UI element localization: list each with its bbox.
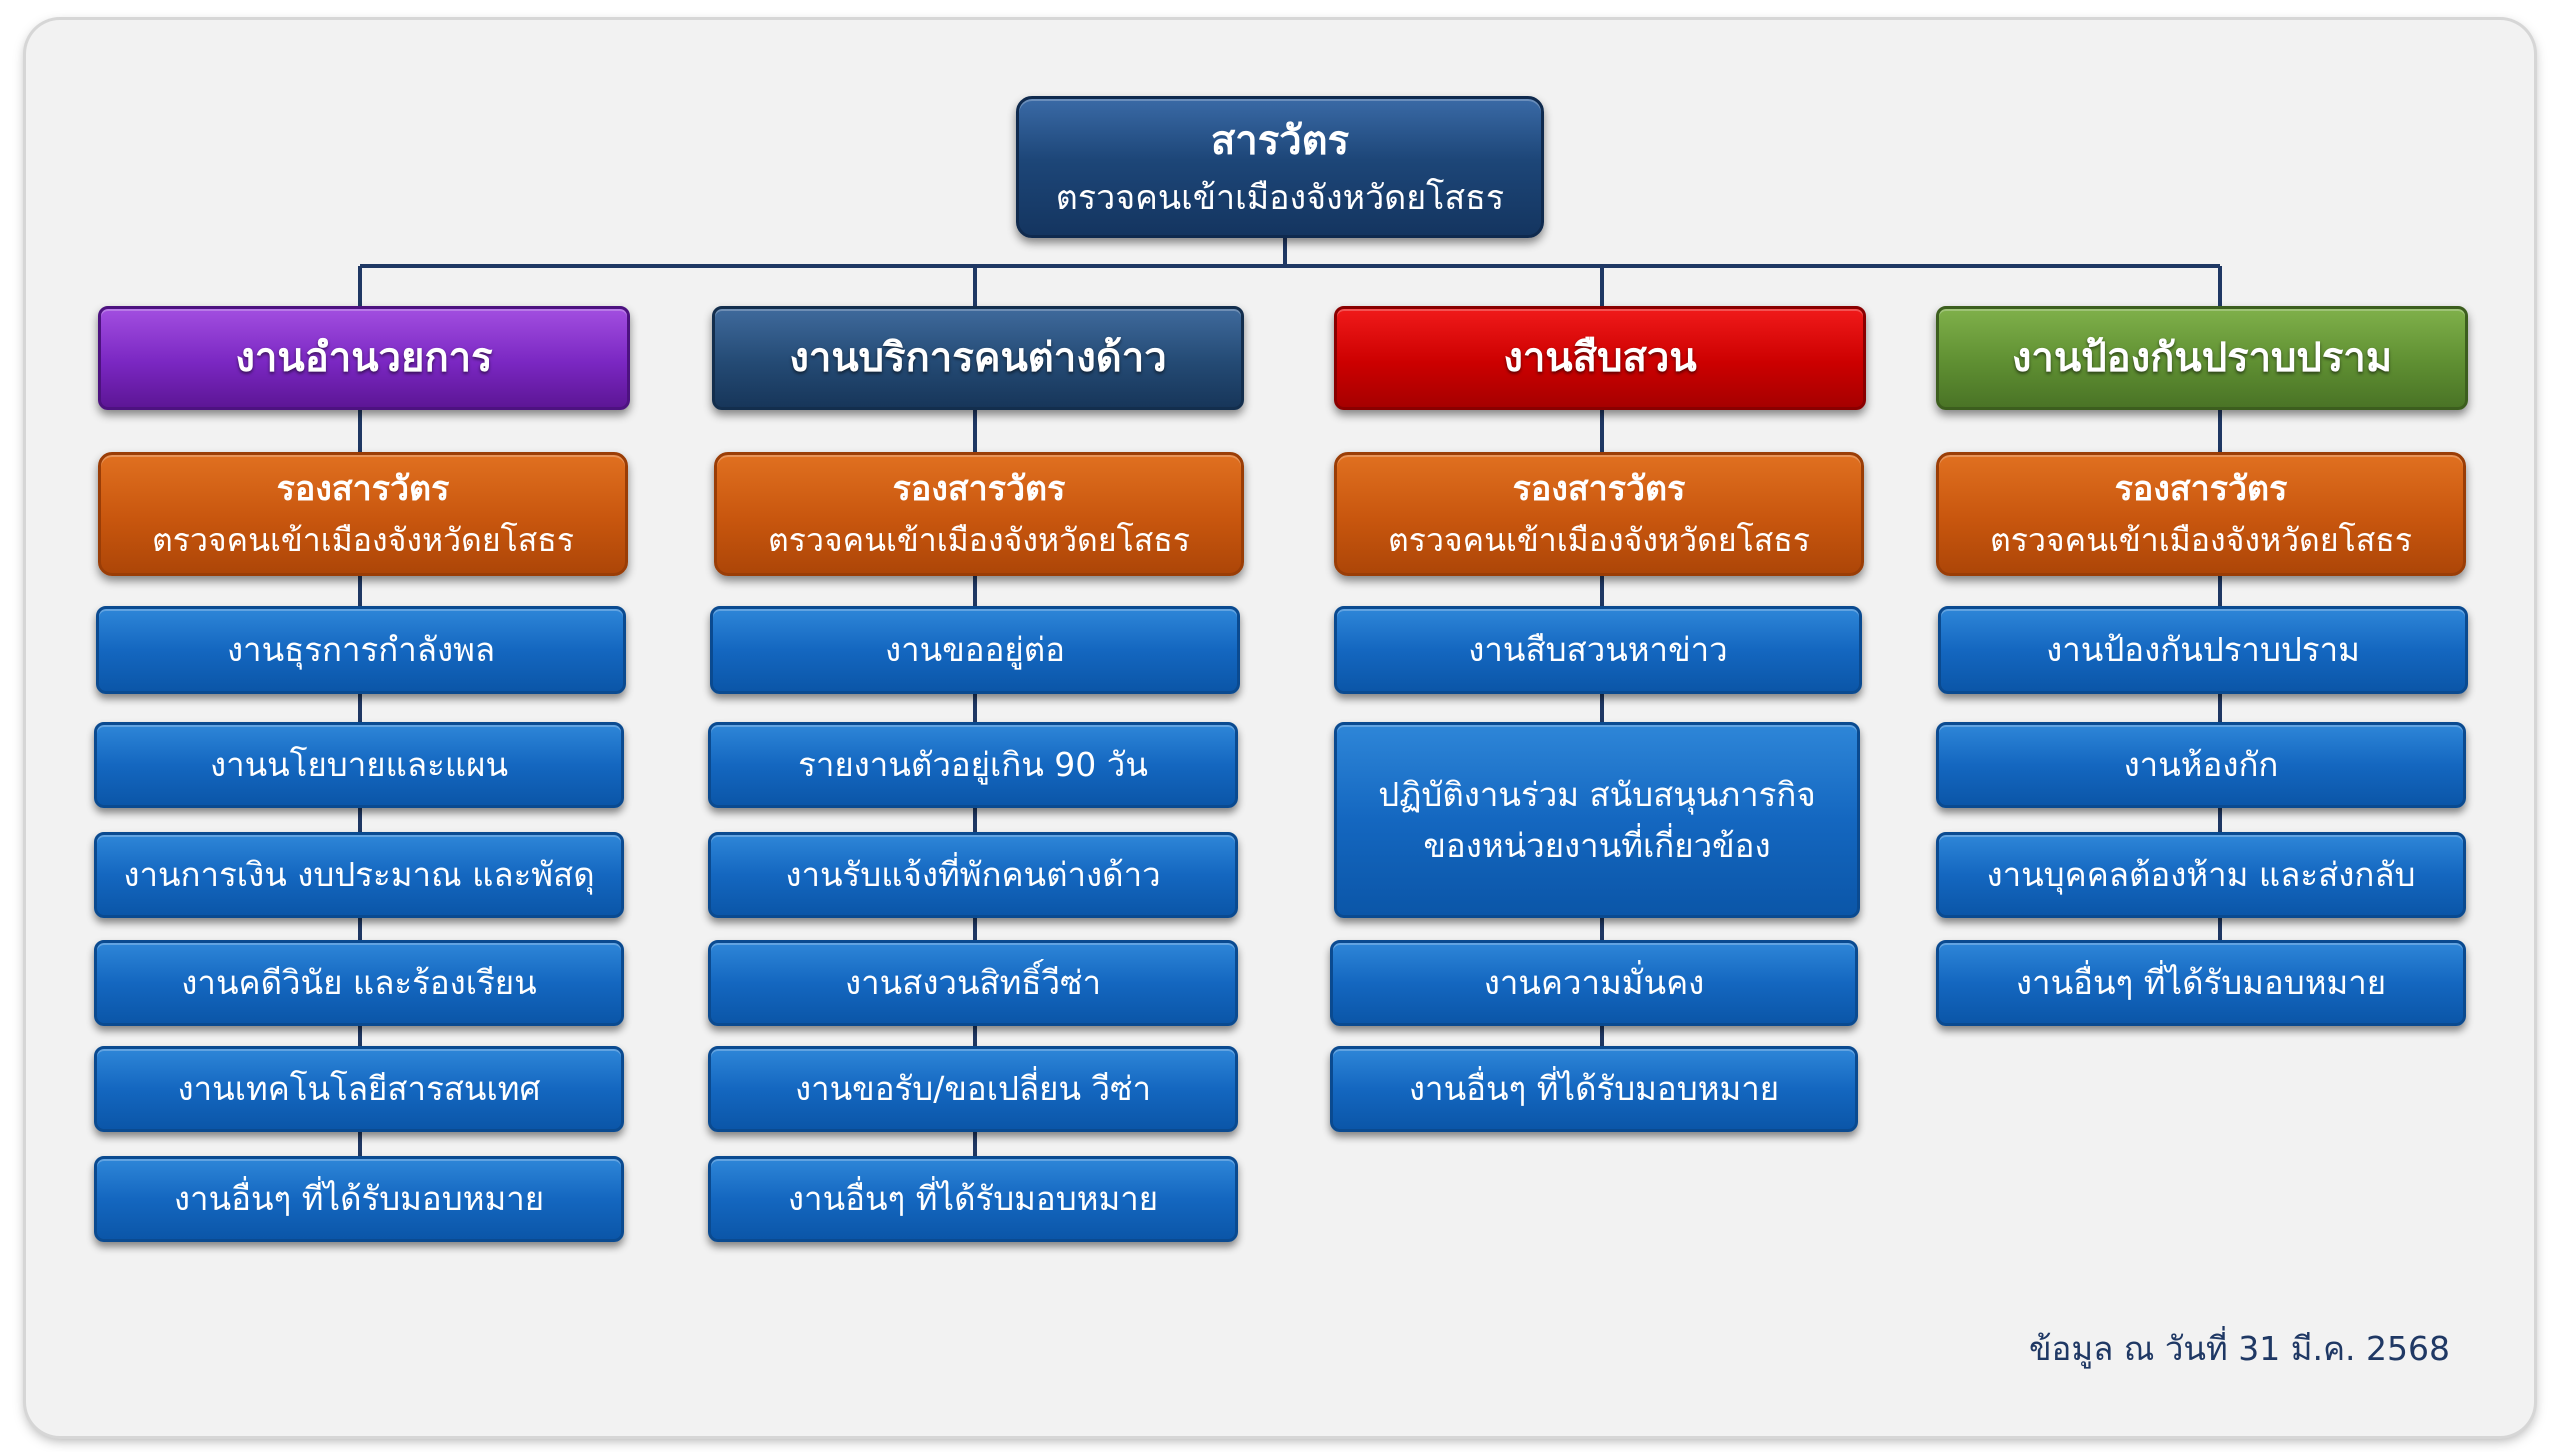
header-prevention-suppression-label: งานป้องกันปราบปราม — [2011, 335, 2393, 381]
root-title: สารวัตร — [1210, 117, 1350, 164]
unit-label: งานสงวนสิทธิ์วีซ่า — [844, 963, 1102, 1003]
unit-box-multiline: ปฏิบัติงานร่วม สนับสนุนภารกิจ ของหน่วยงา… — [1334, 722, 1860, 918]
deputy-subtitle: ตรวจคนเข้าเมืองจังหวัดยโสธร — [767, 520, 1191, 559]
unit-box: งานอื่นๆ ที่ได้รับมอบหมาย — [708, 1156, 1238, 1242]
unit-label: งานการเงิน งบประมาณ และพัสดุ — [123, 855, 595, 895]
unit-box: งานรับแจ้งที่พักคนต่างด้าว — [708, 832, 1238, 918]
header-investigation: งานสืบสวน — [1334, 306, 1866, 410]
unit-label: งานห้องกัก — [2123, 745, 2279, 785]
unit-label: งานอื่นๆ ที่ได้รับมอบหมาย — [173, 1179, 545, 1219]
unit-box: งานการเงิน งบประมาณ และพัสดุ — [94, 832, 624, 918]
deputy-box-investigation: รองสารวัตร ตรวจคนเข้าเมืองจังหวัดยโสธร — [1334, 452, 1864, 576]
unit-label-line2: ของหน่วยงานที่เกี่ยวข้อง — [1423, 826, 1771, 865]
deputy-title: รองสารวัตร — [276, 468, 450, 509]
data-date-footnote: ข้อมูล ณ วันที่ 31 มี.ค. 2568 — [2028, 1329, 2450, 1368]
deputy-subtitle: ตรวจคนเข้าเมืองจังหวัดยโสธร — [151, 520, 575, 559]
unit-box: งานอื่นๆ ที่ได้รับมอบหมาย — [1936, 940, 2466, 1026]
unit-label: งานขออยู่ต่อ — [885, 630, 1065, 670]
header-foreigner-services: งานบริการคนต่างด้าว — [712, 306, 1244, 410]
unit-box: งานสงวนสิทธิ์วีซ่า — [708, 940, 1238, 1026]
unit-label: งานขอรับ/ขอเปลี่ยน วีซ่า — [794, 1069, 1152, 1109]
unit-label-line1: ปฏิบัติงานร่วม สนับสนุนภารกิจ — [1378, 774, 1816, 814]
unit-label: งานบุคคลต้องห้าม และส่งกลับ — [1986, 855, 2416, 895]
unit-box: งานสืบสวนหาข่าว — [1334, 606, 1862, 694]
deputy-box-administration: รองสารวัตร ตรวจคนเข้าเมืองจังหวัดยโสธร — [98, 452, 628, 576]
unit-label: งานอื่นๆ ที่ได้รับมอบหมาย — [787, 1179, 1159, 1219]
root-box-inspector: สารวัตร ตรวจคนเข้าเมืองจังหวัดยโสธร — [1016, 96, 1544, 238]
unit-label: งานเทคโนโลยีสารสนเทศ — [177, 1069, 541, 1109]
unit-label: งานป้องกันปราบปราม — [2046, 630, 2360, 670]
unit-box: งานห้องกัก — [1936, 722, 2466, 808]
unit-box: งานธุรการกำลังพล — [96, 606, 626, 694]
unit-label: งานความมั่นคง — [1483, 963, 1705, 1003]
unit-label: รายงานตัวอยู่เกิน 90 วัน — [798, 745, 1148, 785]
unit-box: งานขออยู่ต่อ — [710, 606, 1240, 694]
deputy-title: รองสารวัตร — [2114, 468, 2288, 509]
unit-label: งานอื่นๆ ที่ได้รับมอบหมาย — [1408, 1069, 1780, 1109]
unit-box: งานขอรับ/ขอเปลี่ยน วีซ่า — [708, 1046, 1238, 1132]
deputy-title: รองสารวัตร — [1512, 468, 1686, 509]
unit-box: งานเทคโนโลยีสารสนเทศ — [94, 1046, 624, 1132]
unit-label: งานคดีวินัย และร้องเรียน — [181, 963, 537, 1003]
unit-box: งานคดีวินัย และร้องเรียน — [94, 940, 624, 1026]
unit-label: งานนโยบายและแผน — [209, 745, 508, 785]
deputy-box-foreigner-services: รองสารวัตร ตรวจคนเข้าเมืองจังหวัดยโสธร — [714, 452, 1244, 576]
deputy-title: รองสารวัตร — [892, 468, 1066, 509]
deputy-subtitle: ตรวจคนเข้าเมืองจังหวัดยโสธร — [1387, 520, 1811, 559]
unit-box: รายงานตัวอยู่เกิน 90 วัน — [708, 722, 1238, 808]
unit-box: งานนโยบายและแผน — [94, 722, 624, 808]
unit-box: งานบุคคลต้องห้าม และส่งกลับ — [1936, 832, 2466, 918]
unit-box: งานความมั่นคง — [1330, 940, 1858, 1026]
header-prevention-suppression: งานป้องกันปราบปราม — [1936, 306, 2468, 410]
header-investigation-label: งานสืบสวน — [1503, 335, 1697, 381]
deputy-box-prevention-suppression: รองสารวัตร ตรวจคนเข้าเมืองจังหวัดยโสธร — [1936, 452, 2466, 576]
unit-box: งานอื่นๆ ที่ได้รับมอบหมาย — [1330, 1046, 1858, 1132]
root-subtitle: ตรวจคนเข้าเมืองจังหวัดยโสธร — [1055, 177, 1505, 218]
unit-label: งานธุรการกำลังพล — [226, 630, 496, 670]
unit-label: งานรับแจ้งที่พักคนต่างด้าว — [785, 855, 1161, 895]
header-administration: งานอำนวยการ — [98, 306, 630, 410]
unit-label: งานอื่นๆ ที่ได้รับมอบหมาย — [2015, 963, 2387, 1003]
header-foreigner-services-label: งานบริการคนต่างด้าว — [789, 335, 1167, 381]
unit-label: งานสืบสวนหาข่าว — [1468, 630, 1728, 670]
header-administration-label: งานอำนวยการ — [235, 335, 493, 381]
unit-box: งานอื่นๆ ที่ได้รับมอบหมาย — [94, 1156, 624, 1242]
unit-box: งานป้องกันปราบปราม — [1938, 606, 2468, 694]
deputy-subtitle: ตรวจคนเข้าเมืองจังหวัดยโสธร — [1989, 520, 2413, 559]
